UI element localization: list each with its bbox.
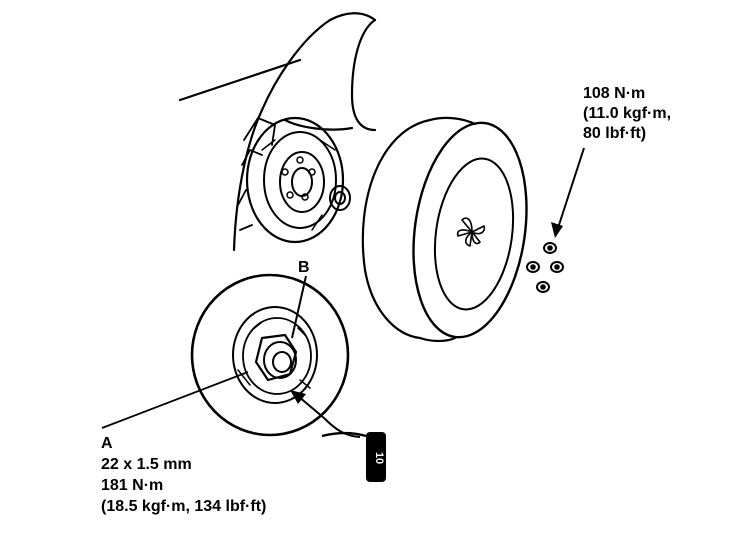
wheel-nut-torque-line1: 108 N·m — [583, 85, 645, 102]
detail-circle — [190, 273, 350, 437]
detail-hub — [232, 306, 318, 404]
torque-wrench-icon: 10 — [366, 432, 386, 482]
callout-b-leader — [291, 275, 307, 339]
wheel-nut-torque-line3: 80 lbf·ft) — [583, 125, 646, 142]
hub-assembly — [245, 116, 345, 244]
spindle-nut-spec: A 22 x 1.5 mm 181 N·m (18.5 kgf·m, 134 l… — [101, 435, 266, 515]
spindle-nut-loose — [329, 185, 351, 211]
spindle-nut-torque-alt: (18.5 kgf·m, 134 lbf·ft) — [101, 498, 266, 515]
tool-arrow — [290, 390, 367, 438]
knuckle-bracket — [237, 117, 276, 231]
wheel-nut-arrow — [551, 147, 585, 238]
fender-outline — [178, 12, 377, 252]
spindle-nut-size: 22 x 1.5 mm — [101, 456, 192, 473]
wheel-nut-torque-spec: 108 N·m (11.0 kgf·m, 80 lbf·ft) — [583, 85, 671, 142]
spindle-nut-torque: 181 N·m — [101, 477, 163, 494]
wheel-nut-torque-line2: (11.0 kgf·m, — [583, 105, 671, 122]
wheel-nuts — [526, 242, 564, 293]
wheel-center-cap — [456, 217, 486, 247]
callout-a-leader — [101, 371, 249, 429]
spindle-nut-label-a: A — [101, 435, 113, 452]
tool-mark: 10 — [373, 452, 385, 464]
wheel — [361, 116, 528, 343]
callout-b-label: B — [298, 259, 310, 276]
